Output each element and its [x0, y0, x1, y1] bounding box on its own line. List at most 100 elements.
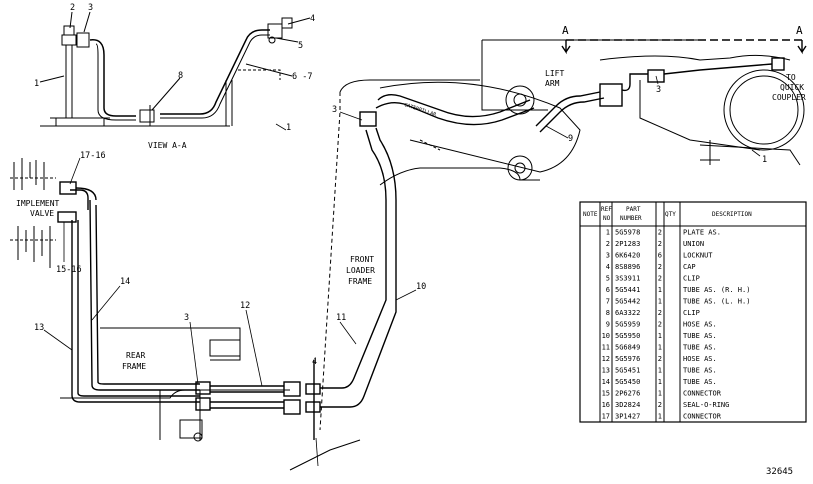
coupler-leg	[700, 140, 720, 165]
label-arm: ARM	[545, 79, 560, 88]
fitting-3-c	[359, 111, 377, 127]
cell-desc: TUBE AS.	[683, 378, 717, 386]
cell-part: 3P1427	[615, 413, 640, 421]
union-fitting-2	[76, 32, 90, 48]
union-a	[305, 383, 321, 395]
callout-9: 9	[568, 134, 573, 144]
leader-1	[39, 75, 65, 83]
fitting-top	[267, 23, 283, 39]
cell-ref: 3	[606, 252, 610, 260]
cell-ref: 8	[606, 309, 610, 317]
cell-desc: PLATE AS.	[683, 229, 721, 237]
tube-14-inner	[95, 204, 200, 385]
cell-desc: CONNECTOR	[683, 413, 722, 421]
hose-9-b	[375, 101, 535, 126]
valve-spools-top	[13, 158, 45, 190]
cap-fitting	[63, 25, 75, 36]
callout-1b: 1	[286, 123, 291, 133]
cell-ref: 16	[602, 401, 610, 409]
leader-1b	[275, 123, 287, 131]
cell-qty: 1	[658, 286, 662, 294]
coupler-elbow	[621, 73, 648, 92]
cell-part: 5G5450	[615, 378, 640, 386]
cell-qty: 1	[658, 298, 662, 306]
cell-qty: 2	[658, 355, 662, 363]
cell-ref: 1	[606, 229, 610, 237]
leader-4	[287, 17, 311, 25]
leader-3	[83, 11, 91, 33]
callout-2: 2	[70, 3, 75, 13]
parts-table: NOTE REF NO PART NUMBER QTY DESCRIPTION …	[579, 201, 807, 423]
leader-13	[43, 329, 73, 351]
callout-5: 5	[298, 41, 303, 51]
table-border	[579, 201, 807, 423]
rear-frame-panel	[100, 327, 241, 361]
cell-desc: TUBE AS.	[683, 332, 717, 340]
callout-3c: 3	[332, 105, 337, 115]
cell-qty: 2	[658, 309, 662, 317]
cell-ref: 9	[606, 321, 610, 329]
arm-bracket	[481, 40, 548, 111]
union-b	[305, 401, 321, 413]
cell-desc: LOCKNUT	[683, 252, 713, 260]
label-lift: LIFT	[545, 69, 564, 78]
cell-ref: 15	[602, 390, 610, 398]
callout-67: 6 -7	[292, 72, 312, 82]
header-desc: DESCRIPTION	[712, 211, 752, 218]
cell-part: 6K6420	[615, 252, 640, 260]
cell-desc: HOSE AS.	[683, 321, 717, 329]
cell-qty: 6	[658, 252, 662, 260]
leader-lines	[43, 75, 761, 467]
cell-part: 5G5959	[615, 321, 640, 329]
cell-desc: CONNECTOR	[683, 390, 722, 398]
cell-desc: UNION	[683, 240, 704, 248]
rear-frame-curve	[289, 439, 361, 471]
cell-desc: CAP	[683, 263, 696, 271]
cell-desc: CLIP	[683, 275, 700, 283]
coupler-tube	[663, 63, 773, 75]
cell-ref: 11	[602, 344, 610, 352]
label-frame: FRAME	[348, 277, 372, 286]
cell-part: 3S3911	[615, 275, 640, 283]
cell-part: 5G5442	[615, 298, 640, 306]
leader-67	[245, 63, 293, 77]
label-quick: QUICK	[780, 83, 804, 92]
leader-1c	[751, 149, 761, 157]
cell-desc: TUBE AS.	[683, 367, 717, 375]
label-to: TO	[786, 73, 796, 82]
cell-desc: TUBE AS. (L. H.)	[683, 298, 750, 306]
connector-17	[59, 181, 77, 195]
leader-11	[339, 321, 357, 345]
pivot-pin-upper	[505, 85, 535, 115]
view-a-a	[39, 11, 311, 127]
cell-part: 8S8896	[615, 263, 640, 271]
callout-8: 8	[178, 71, 183, 81]
table-row: 3 6K6420 6 LOCKNUT	[606, 252, 714, 260]
union-fitting	[61, 34, 77, 46]
rear-bracket-bolt	[193, 432, 203, 442]
frame-edge	[225, 80, 233, 126]
fitting-3-b	[195, 397, 211, 411]
cell-desc: TUBE AS.	[683, 344, 717, 352]
cell-qty: 1	[658, 413, 662, 421]
cell-desc: CLIP	[683, 309, 700, 317]
cell-desc: SEAL-O-RING	[683, 401, 729, 409]
callout-3b: 3	[184, 313, 189, 323]
cell-part: 5G5441	[615, 286, 640, 294]
cell-part: 2P1283	[615, 240, 640, 248]
section-arrow-right	[797, 40, 807, 55]
coupler-circle-inner	[729, 75, 799, 145]
cell-qty: 2	[658, 240, 662, 248]
tube-10	[320, 127, 397, 408]
label-hose-text: CATERPILLAR	[403, 102, 437, 118]
header-note: NOTE	[583, 211, 598, 218]
